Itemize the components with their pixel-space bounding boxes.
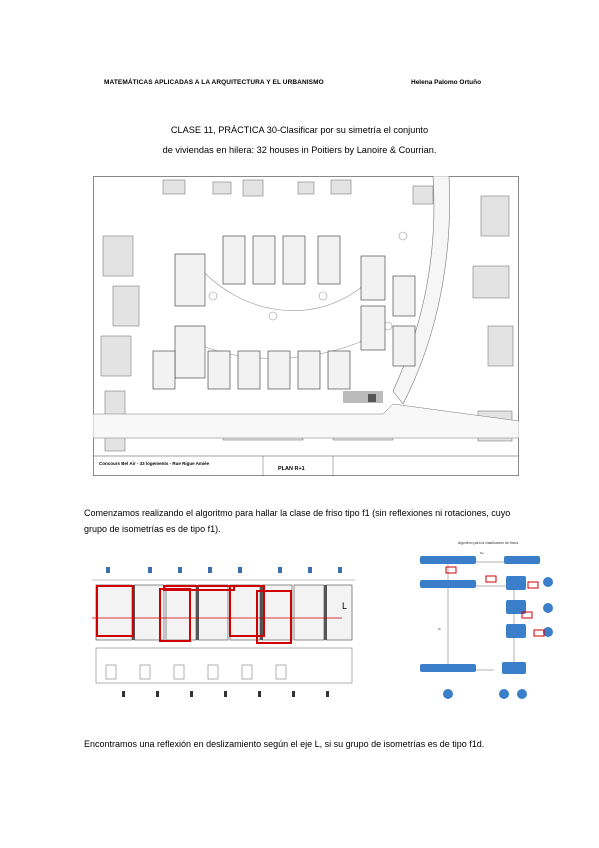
practice-title-line1: CLASE 11, PRÁCTICA 30-Clasificar por su … <box>170 125 429 135</box>
header-course: MATEMÁTICAS APLICADAS A LA ARQUITECTURA … <box>104 79 324 86</box>
frieze-flowchart-figure: Algoritmo para la clasificación de friso… <box>420 541 553 699</box>
plan-sheet-label: PLAN R+1 <box>278 466 305 472</box>
plan-competition-label: Concours Bel Air - 33 logements - Rue Ri… <box>99 461 210 466</box>
practice-title-line2: de viviendas en hilera: 32 houses in Poi… <box>162 145 437 155</box>
paragraph-conclusion: Encontramos una reflexión en deslizamien… <box>84 739 485 749</box>
flowchart-yes-label: Sí <box>438 627 441 631</box>
paragraph-algorithm: Comenzamos realizando el algoritmo para … <box>84 508 511 534</box>
frieze-plan-figure <box>92 553 355 705</box>
site-plan-drawing: Concours Bel Air - 33 logements - Rue Ri… <box>93 176 519 476</box>
header-author: Helena Palomo Ortuño <box>411 79 482 86</box>
axis-L-label: L <box>342 601 348 611</box>
flowchart-no-label: No <box>480 551 484 555</box>
flowchart-title: Algoritmo para la clasificación de friso… <box>458 541 519 545</box>
